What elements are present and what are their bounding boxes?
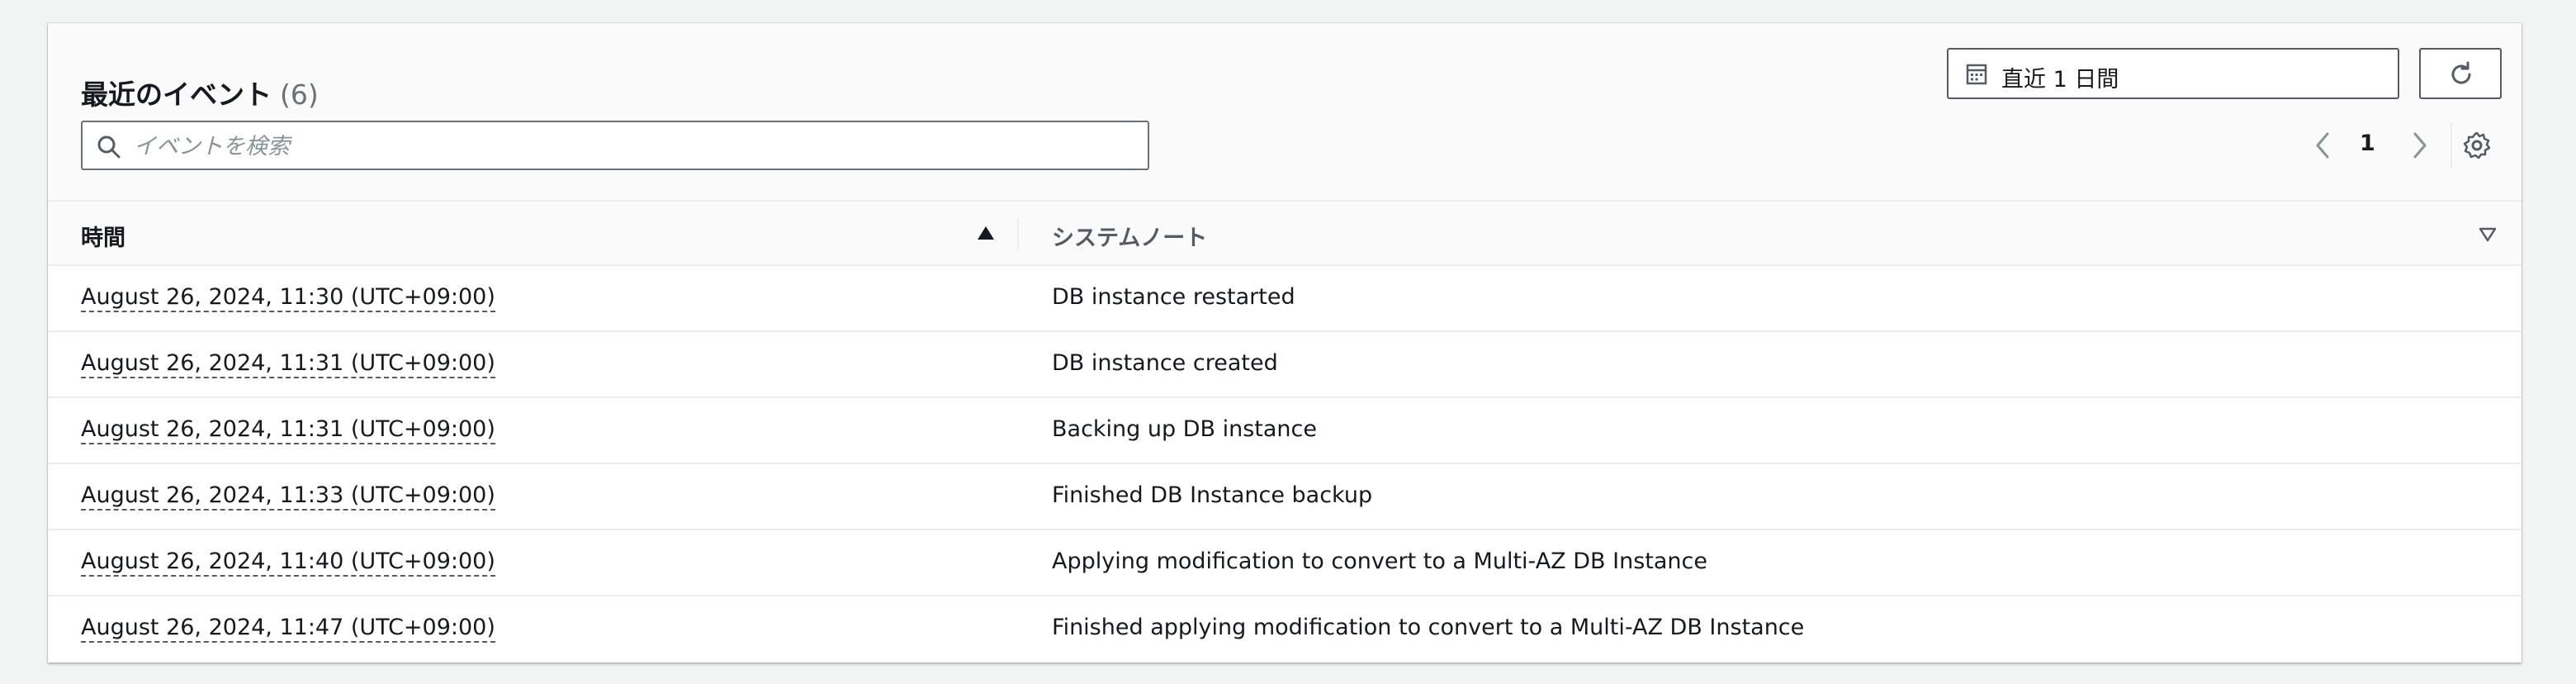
- chevron-left-icon[interactable]: [2310, 129, 2335, 162]
- sort-descending-icon[interactable]: [2479, 226, 2497, 243]
- event-count: (6): [280, 78, 319, 111]
- table-row: August 26, 2024, 11:47 (UTC+09:00) Finis…: [48, 596, 2522, 661]
- panel-title-text: 最近のイベント: [81, 78, 272, 111]
- event-time-link[interactable]: August 26, 2024, 11:31 (UTC+09:00): [81, 416, 495, 444]
- event-time-link[interactable]: August 26, 2024, 11:33 (UTC+09:00): [81, 482, 495, 511]
- table-header: 時間 システムノート: [48, 202, 2522, 266]
- event-note: Applying modification to convert to a Mu…: [1052, 549, 1707, 574]
- table-row: August 26, 2024, 11:31 (UTC+09:00) Backi…: [48, 398, 2522, 464]
- panel-header: 最近のイベント(6) 直近 1 日間: [48, 23, 2522, 202]
- date-range-button[interactable]: 直近 1 日間: [1947, 48, 2399, 99]
- pager-divider: [2451, 122, 2452, 169]
- column-header-time[interactable]: 時間: [81, 226, 125, 251]
- date-range-label: 直近 1 日間: [2001, 67, 2119, 93]
- sort-ascending-icon[interactable]: [976, 225, 996, 241]
- column-divider[interactable]: [1017, 218, 1019, 249]
- calendar-icon: [1966, 64, 1987, 85]
- recent-events-panel: 最近のイベント(6) 直近 1 日間: [48, 23, 2522, 663]
- event-time-link[interactable]: August 26, 2024, 11:31 (UTC+09:00): [81, 350, 495, 378]
- search-icon: [97, 135, 121, 159]
- table-row: August 26, 2024, 11:30 (UTC+09:00) DB in…: [48, 266, 2522, 332]
- table-row: August 26, 2024, 11:40 (UTC+09:00) Apply…: [48, 530, 2522, 596]
- event-note: DB instance restarted: [1052, 284, 1295, 310]
- event-note: DB instance created: [1052, 350, 1278, 376]
- table-row: August 26, 2024, 11:31 (UTC+09:00) DB in…: [48, 332, 2522, 398]
- table-row: August 26, 2024, 11:33 (UTC+09:00) Finis…: [48, 464, 2522, 530]
- event-time-link[interactable]: August 26, 2024, 11:40 (UTC+09:00): [81, 549, 495, 577]
- event-search-field[interactable]: [81, 121, 1149, 170]
- events-table-body: August 26, 2024, 11:30 (UTC+09:00) DB in…: [48, 266, 2522, 661]
- gear-icon[interactable]: [2462, 131, 2492, 160]
- event-time-link[interactable]: August 26, 2024, 11:47 (UTC+09:00): [81, 615, 495, 643]
- event-note: Finished DB Instance backup: [1052, 482, 1373, 508]
- refresh-icon: [2451, 61, 2471, 84]
- chevron-right-icon[interactable]: [2408, 129, 2432, 162]
- event-note: Finished applying modification to conver…: [1052, 615, 1805, 640]
- event-time-link[interactable]: August 26, 2024, 11:30 (UTC+09:00): [81, 284, 495, 312]
- current-page-number[interactable]: 1: [2360, 131, 2375, 156]
- event-note: Backing up DB instance: [1052, 416, 1317, 442]
- panel-title: 最近のイベント(6): [81, 73, 319, 112]
- event-search-input[interactable]: [132, 129, 1126, 164]
- column-header-system-note[interactable]: システムノート: [1052, 226, 1208, 251]
- refresh-button[interactable]: [2419, 48, 2502, 99]
